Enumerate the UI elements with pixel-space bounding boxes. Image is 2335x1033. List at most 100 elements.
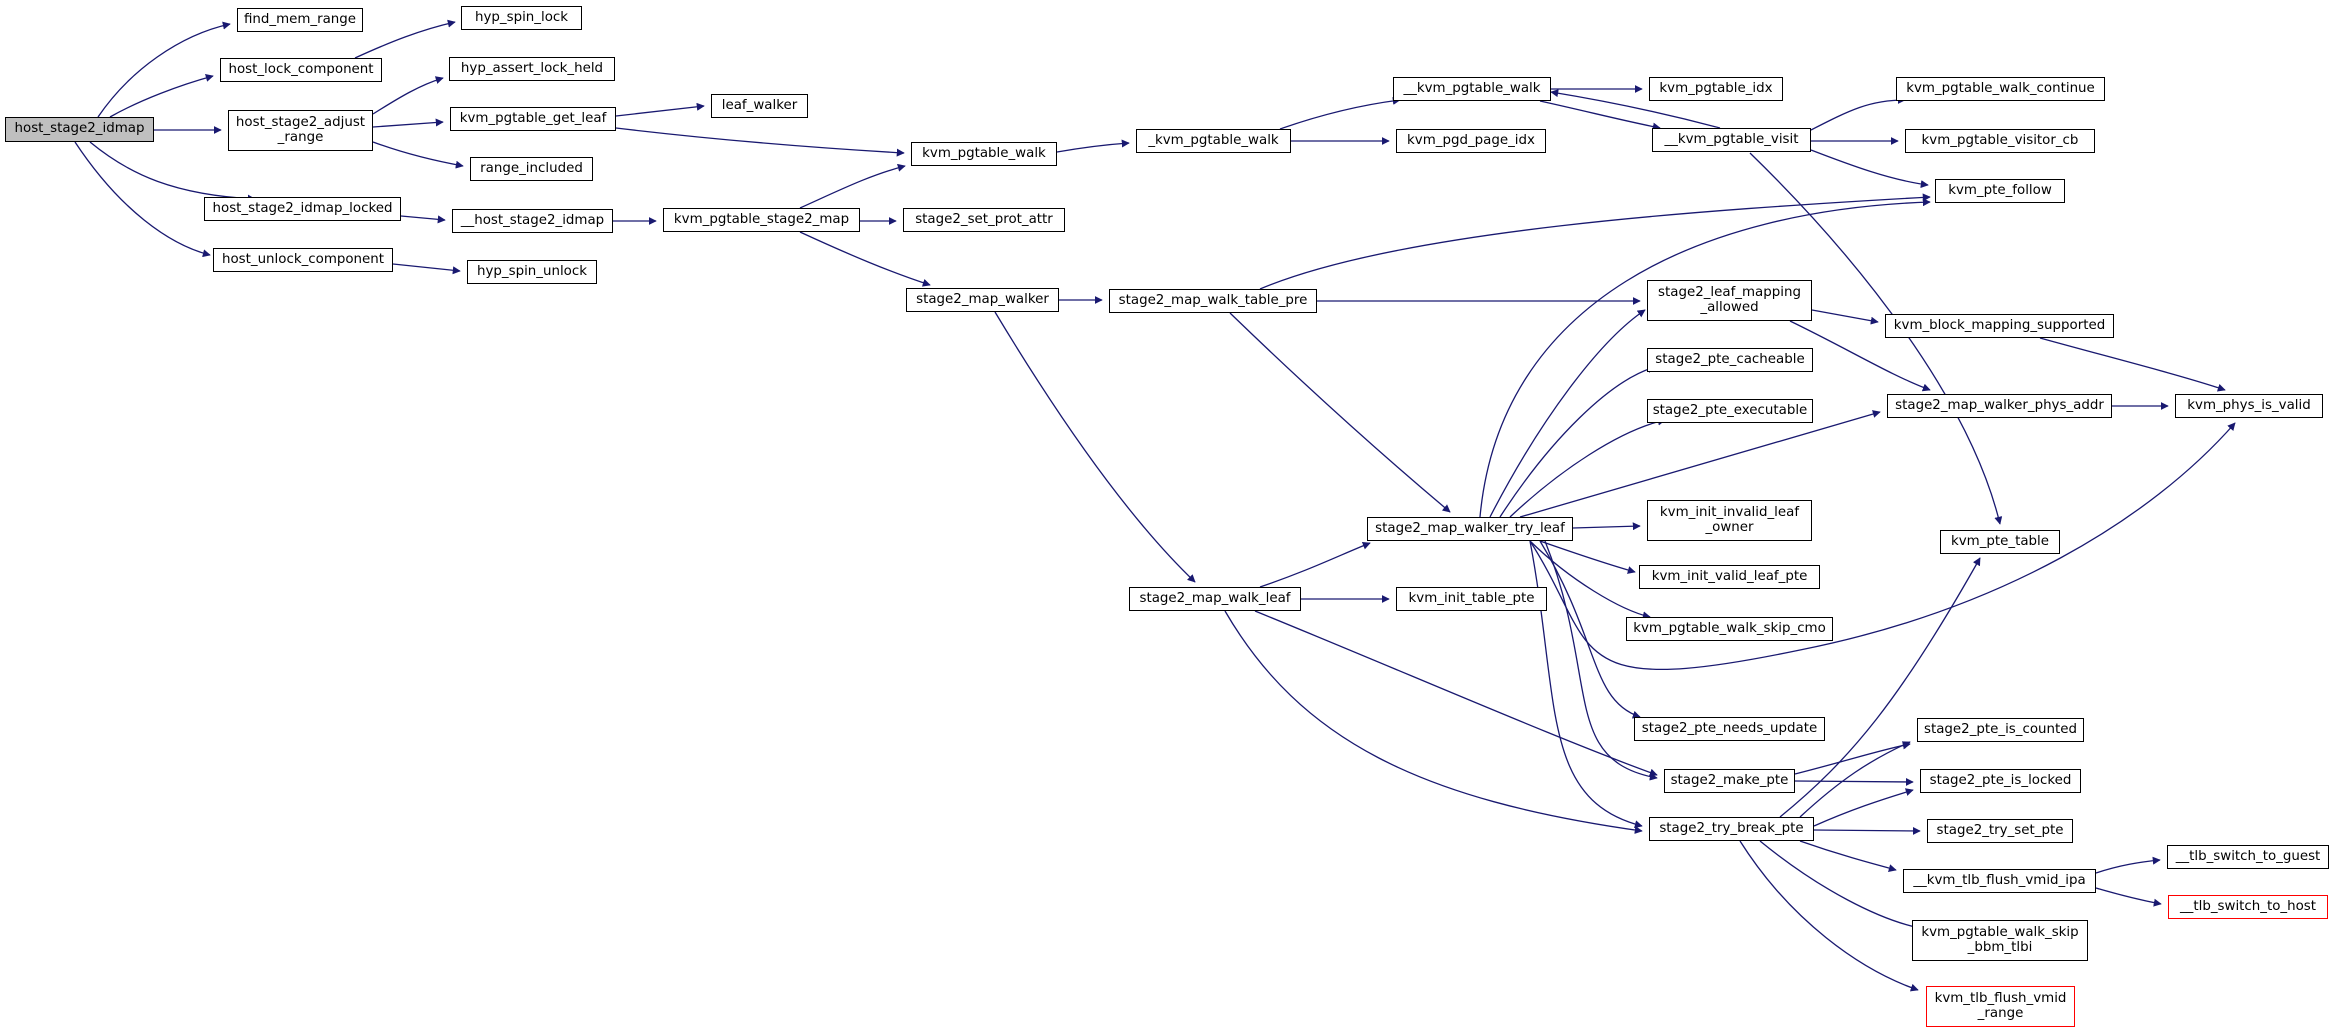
edge-kvm_pgtable_walk-to-_kvm_pgtable_walk bbox=[1056, 139, 1130, 153]
edge-host_stage2_idmap-to-host_stage2_idmap_locked bbox=[89, 141, 256, 203]
node-__kvm_pgtable_walk[interactable]: __kvm_pgtable_walk bbox=[1393, 77, 1551, 101]
edge-stage2_map_walk_table_pre-to-stage2_map_walker_try_leaf bbox=[1229, 312, 1451, 513]
node-host_stage2_adjust_range[interactable]: host_stage2_adjust _range bbox=[228, 110, 373, 151]
edge-stage2_map_walker_try_leaf-to-kvm_init_valid_leaf_pte bbox=[1539, 540, 1636, 574]
node-kvm_phys_is_valid[interactable]: kvm_phys_is_valid bbox=[2175, 394, 2323, 418]
edge-stage2_map_walker_try_leaf-to-stage2_pte_needs_update bbox=[1539, 540, 1641, 719]
edge-stage2_try_break_pte-to-stage2_pte_is_locked bbox=[1813, 788, 1914, 827]
node-kvm_pgtable_walk_continue[interactable]: kvm_pgtable_walk_continue bbox=[1896, 77, 2105, 101]
edge-host_stage2_idmap-to-host_lock_component bbox=[109, 74, 214, 118]
node-stage2_map_walk_leaf[interactable]: stage2_map_walk_leaf bbox=[1129, 587, 1301, 611]
node-kvm_tlb_flush_vmid_range[interactable]: kvm_tlb_flush_vmid _range bbox=[1926, 986, 2075, 1027]
edge-stage2_map_walker_try_leaf-to-stage2_make_pte bbox=[1544, 540, 1658, 781]
edge-__kvm_pgtable_visit-to-kvm_pgtable_walk_continue bbox=[1810, 96, 1906, 131]
edge-__kvm_pgtable_walk-to-__kvm_pgtable_visit bbox=[1539, 100, 1661, 131]
node-stage2_pte_cacheable[interactable]: stage2_pte_cacheable bbox=[1647, 348, 1813, 372]
edge-host_unlock_component-to-hyp_spin_unlock bbox=[392, 263, 461, 275]
node-__tlb_switch_to_guest[interactable]: __tlb_switch_to_guest bbox=[2167, 845, 2329, 869]
edge-stage2_map_walker_try_leaf-to-stage2_leaf_mapping_allowed bbox=[1489, 309, 1646, 518]
edge-host_stage2_idmap-to-host_unlock_component bbox=[74, 141, 211, 258]
edge-stage2_map_walk_leaf-to-stage2_try_break_pte bbox=[1224, 610, 1643, 834]
edge-kvm_pgtable_get_leaf-to-leaf_walker bbox=[615, 102, 705, 117]
node-kvm_block_mapping_supported[interactable]: kvm_block_mapping_supported bbox=[1885, 314, 2114, 338]
node-stage2_map_walker_phys_addr[interactable]: stage2_map_walker_phys_addr bbox=[1887, 394, 2112, 418]
edge-stage2_map_walk_leaf-to-stage2_make_pte bbox=[1254, 610, 1658, 777]
edge-stage2_map_walker_try_leaf-to-stage2_map_walker_phys_addr bbox=[1519, 410, 1881, 518]
node-kvm_pgtable_get_leaf[interactable]: kvm_pgtable_get_leaf bbox=[450, 107, 616, 131]
node-stage2_set_prot_attr[interactable]: stage2_set_prot_attr bbox=[903, 208, 1065, 232]
edge-host_stage2_idmap_locked-to-__host_stage2_idmap bbox=[400, 215, 446, 224]
node-host_stage2_idmap_locked[interactable]: host_stage2_idmap_locked bbox=[204, 197, 401, 221]
edge-host_lock_component-to-hyp_spin_lock bbox=[354, 19, 456, 59]
node-host_unlock_component[interactable]: host_unlock_component bbox=[213, 248, 393, 272]
edge-stage2_try_break_pte-to-stage2_pte_is_counted bbox=[1799, 741, 1911, 818]
edge-kvm_pgtable_stage2_map-to-stage2_map_walker bbox=[799, 231, 931, 287]
edge-__kvm_pgtable_visit-to-__kvm_pgtable_walk bbox=[1550, 89, 1721, 129]
node-stage2_try_break_pte[interactable]: stage2_try_break_pte bbox=[1649, 817, 1814, 841]
edge-__kvm_pgtable_visit-to-kvm_pte_table bbox=[1749, 152, 2003, 525]
edge-host_stage2_adjust_range-to-range_included bbox=[372, 141, 464, 169]
node-kvm_init_invalid_leaf_owner[interactable]: kvm_init_invalid_leaf _owner bbox=[1647, 500, 1812, 541]
node-__kvm_pgtable_visit[interactable]: __kvm_pgtable_visit bbox=[1652, 128, 1811, 152]
edge-_kvm_pgtable_walk-to-__kvm_pgtable_walk bbox=[1279, 96, 1401, 130]
node-range_included[interactable]: range_included bbox=[470, 157, 593, 181]
node-kvm_pgd_page_idx[interactable]: kvm_pgd_page_idx bbox=[1396, 129, 1546, 153]
node-stage2_leaf_mapping_allowed[interactable]: stage2_leaf_mapping _allowed bbox=[1647, 280, 1812, 321]
node-stage2_pte_needs_update[interactable]: stage2_pte_needs_update bbox=[1634, 717, 1825, 741]
edge-stage2_map_walker_try_leaf-to-stage2_try_break_pte bbox=[1529, 540, 1643, 829]
node-hyp_spin_unlock[interactable]: hyp_spin_unlock bbox=[467, 260, 597, 284]
node-host_lock_component[interactable]: host_lock_component bbox=[220, 58, 382, 82]
edge-stage2_map_walker_try_leaf-to-kvm_pgtable_walk_skip_cmo bbox=[1529, 540, 1651, 620]
node-host_stage2_idmap: host_stage2_idmap bbox=[5, 117, 154, 142]
edge-stage2_try_break_pte-to-__kvm_tlb_flush_vmid_ipa bbox=[1799, 840, 1897, 872]
edge-__kvm_tlb_flush_vmid_ipa-to-__tlb_switch_to_host bbox=[2095, 887, 2162, 907]
node-kvm_init_table_pte[interactable]: kvm_init_table_pte bbox=[1396, 587, 1547, 611]
edge-stage2_map_walker-to-stage2_map_walk_leaf bbox=[994, 311, 1196, 583]
edge-stage2_try_break_pte-to-kvm_pgtable_walk_skip_bbm_tlbi bbox=[1759, 840, 1921, 931]
node-stage2_try_set_pte[interactable]: stage2_try_set_pte bbox=[1927, 819, 2073, 843]
node-__host_stage2_idmap[interactable]: __host_stage2_idmap bbox=[452, 209, 613, 233]
edge-stage2_map_walker_try_leaf-to-kvm_init_invalid_leaf_owner bbox=[1572, 522, 1641, 531]
node-stage2_pte_is_locked[interactable]: stage2_pte_is_locked bbox=[1920, 769, 2081, 793]
edge-host_stage2_idmap-to-find_mem_range bbox=[97, 21, 231, 118]
edge-stage2_try_break_pte-to-kvm_pte_table bbox=[1779, 557, 1981, 818]
edge-stage2_map_walk_leaf-to-stage2_map_walker_try_leaf bbox=[1259, 541, 1371, 588]
node-kvm_init_valid_leaf_pte[interactable]: kvm_init_valid_leaf_pte bbox=[1639, 565, 1820, 589]
node-kvm_pgtable_walk[interactable]: kvm_pgtable_walk bbox=[911, 142, 1057, 166]
edge-stage2_try_break_pte-to-stage2_try_set_pte bbox=[1813, 826, 1921, 835]
edge-stage2_leaf_mapping_allowed-to-kvm_block_mapping_supported bbox=[1811, 309, 1879, 325]
node-_kvm_pgtable_walk[interactable]: _kvm_pgtable_walk bbox=[1136, 129, 1291, 153]
node-hyp_assert_lock_held[interactable]: hyp_assert_lock_held bbox=[449, 57, 615, 81]
edge-stage2_map_walker_try_leaf-to-stage2_pte_executable bbox=[1509, 417, 1666, 518]
node-__kvm_tlb_flush_vmid_ipa[interactable]: __kvm_tlb_flush_vmid_ipa bbox=[1903, 869, 2096, 893]
node-kvm_pgtable_visitor_cb[interactable]: kvm_pgtable_visitor_cb bbox=[1905, 129, 2095, 153]
edge-stage2_map_walker_try_leaf-to-kvm_pte_follow bbox=[1479, 198, 1931, 518]
edge-__kvm_tlb_flush_vmid_ipa-to-__tlb_switch_to_guest bbox=[2095, 856, 2161, 874]
node-stage2_make_pte[interactable]: stage2_make_pte bbox=[1664, 769, 1795, 793]
node-stage2_pte_is_counted[interactable]: stage2_pte_is_counted bbox=[1917, 718, 2084, 742]
edge-host_stage2_adjust_range-to-kvm_pgtable_get_leaf bbox=[372, 118, 444, 128]
edge-stage2_map_walker_try_leaf-to-stage2_pte_cacheable bbox=[1499, 365, 1656, 518]
edge-stage2_map_walker_try_leaf-to-kvm_phys_is_valid bbox=[1529, 422, 2236, 670]
edge-stage2_make_pte-to-stage2_pte_is_locked bbox=[1794, 777, 1914, 786]
node-stage2_map_walk_table_pre[interactable]: stage2_map_walk_table_pre bbox=[1109, 289, 1317, 313]
node-kvm_pte_follow[interactable]: kvm_pte_follow bbox=[1935, 179, 2065, 203]
edge-stage2_map_walk_table_pre-to-kvm_pte_follow bbox=[1259, 193, 1931, 290]
node-kvm_pgtable_walk_skip_cmo[interactable]: kvm_pgtable_walk_skip_cmo bbox=[1626, 617, 1833, 641]
node-kvm_pgtable_stage2_map[interactable]: kvm_pgtable_stage2_map bbox=[663, 208, 860, 232]
node-__tlb_switch_to_host[interactable]: __tlb_switch_to_host bbox=[2168, 895, 2328, 919]
node-kvm_pte_table[interactable]: kvm_pte_table bbox=[1940, 530, 2060, 554]
node-find_mem_range[interactable]: find_mem_range bbox=[237, 8, 363, 32]
node-kvm_pgtable_idx[interactable]: kvm_pgtable_idx bbox=[1649, 77, 1783, 101]
node-stage2_map_walker_try_leaf[interactable]: stage2_map_walker_try_leaf bbox=[1367, 517, 1573, 541]
edge-kvm_pgtable_stage2_map-to-kvm_pgtable_walk bbox=[799, 163, 906, 209]
node-leaf_walker[interactable]: leaf_walker bbox=[711, 94, 808, 118]
edge-kvm_pgtable_get_leaf-to-kvm_pgtable_walk bbox=[615, 127, 905, 157]
edge-__kvm_pgtable_visit-to-kvm_pte_follow bbox=[1810, 149, 1929, 189]
edge-stage2_try_break_pte-to-kvm_tlb_flush_vmid_range bbox=[1739, 840, 1919, 992]
node-stage2_pte_executable[interactable]: stage2_pte_executable bbox=[1647, 399, 1813, 423]
node-hyp_spin_lock[interactable]: hyp_spin_lock bbox=[461, 6, 582, 30]
node-stage2_map_walker[interactable]: stage2_map_walker bbox=[906, 288, 1059, 312]
node-kvm_pgtable_walk_skip_bbm_tlbi[interactable]: kvm_pgtable_walk_skip _bbm_tlbi bbox=[1912, 920, 2088, 961]
